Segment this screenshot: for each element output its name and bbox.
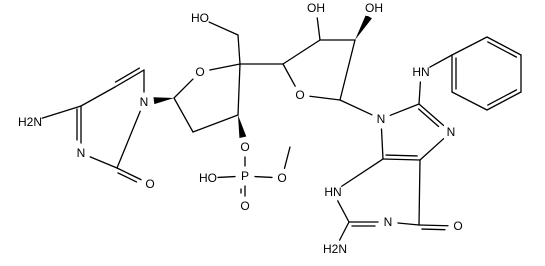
atom-label-ho-ch2: HO [191, 11, 209, 25]
double-bond [418, 224, 449, 227]
atom-label-background [446, 124, 456, 140]
atom-label-background [195, 64, 205, 80]
double-bond [487, 41, 518, 58]
atom-label-background [383, 214, 393, 230]
atom-label-n-cyt3: N [77, 146, 86, 160]
double-bond [114, 67, 141, 83]
single-bond [397, 222, 420, 226]
atom-label-o-p-oh: HO [199, 171, 217, 185]
atom-label-background [145, 176, 155, 192]
double-bond [382, 158, 421, 161]
atom-label-o-ring-left: O [195, 65, 204, 79]
atom-label-n1: N [384, 215, 393, 229]
single-bond [80, 86, 116, 107]
double-bond [116, 167, 142, 181]
single-bond [339, 39, 356, 101]
atom-label-background [240, 168, 250, 184]
atom-label-background [365, 0, 383, 16]
atom-label-o-ring-mid: O [295, 88, 304, 102]
single-bond [38, 105, 82, 120]
single-bond [418, 159, 421, 226]
atom-label-background [277, 170, 287, 186]
atom-label-n9: N [377, 112, 386, 126]
single-bond [419, 138, 445, 161]
atom-label-o-p-double: O [240, 199, 249, 213]
single-bond [451, 91, 488, 111]
single-bond [173, 97, 194, 133]
atom-labels: HO OH OH O O N N O H2N O P HO O O N N HN HN N O H2N [18, 0, 463, 257]
single-bond [338, 221, 350, 241]
single-bond [208, 21, 239, 36]
double-bond [486, 91, 522, 111]
atom-label-background [240, 198, 250, 214]
single-bond [451, 36, 488, 56]
single-bond [429, 54, 453, 68]
wedge-bond [238, 115, 247, 138]
single-bond [389, 103, 420, 116]
single-bond [316, 17, 321, 41]
atom-label-o-methoxy: O [277, 171, 286, 185]
atom-label-n3h: HN [324, 185, 341, 199]
single-bond [282, 63, 296, 87]
single-bond [380, 128, 384, 160]
single-bond [283, 146, 291, 169]
atom-label-background [412, 64, 430, 80]
atom-label-p: P [241, 169, 249, 183]
atom-label-background [240, 139, 250, 155]
double-bond [117, 172, 138, 183]
double-bond [418, 103, 445, 127]
atom-label-o-cyt: O [145, 177, 154, 191]
single-bond [89, 156, 118, 169]
atom-label-background [191, 10, 209, 26]
atom-label-nh2-gua: H2N [323, 242, 347, 256]
double-bond [417, 108, 440, 128]
single-bond [173, 78, 194, 99]
single-bond [254, 175, 273, 179]
single-bond [309, 95, 341, 101]
atom-label-o-gua: O [453, 219, 462, 233]
atom-label-background [324, 184, 342, 200]
atom-label-background [76, 145, 86, 161]
atom-label-background [376, 111, 386, 127]
single-bond [209, 63, 241, 71]
double-bond [114, 69, 145, 88]
atom-label-background [199, 170, 217, 186]
atom-label-background [453, 218, 463, 234]
single-bond [337, 200, 350, 223]
wedge-bond [153, 97, 174, 105]
double-bond [421, 228, 446, 231]
single-bond [418, 81, 422, 105]
atom-label-o-phos-ester: O [240, 140, 249, 154]
atom-label-background [18, 114, 42, 130]
single-bond [340, 158, 384, 188]
atom-label-nh2-cyt: H2N [18, 115, 42, 129]
atom-label-background [295, 87, 305, 103]
single-bond [237, 34, 241, 65]
double-bond [487, 89, 518, 106]
atom-label-background [139, 94, 149, 110]
single-bond [192, 114, 239, 133]
double-bond [385, 154, 418, 157]
single-bond [282, 39, 321, 65]
single-bond [237, 63, 241, 116]
bond-lines [38, 14, 522, 241]
atom-label-nh-phenyl: HN [412, 65, 429, 79]
atom-label-oh-right: OH [365, 1, 383, 15]
atom-label-background [307, 0, 325, 16]
atom-label-background [323, 241, 347, 257]
atom-label-oh-top: OH [307, 1, 325, 15]
single-bond [339, 99, 373, 116]
atom-label-n7: N [447, 125, 456, 139]
single-bond [217, 175, 236, 179]
single-bond [116, 110, 141, 169]
double-bond [486, 36, 522, 56]
wedge-bond [355, 14, 372, 41]
atom-label-n-cyt1: N [140, 95, 149, 109]
